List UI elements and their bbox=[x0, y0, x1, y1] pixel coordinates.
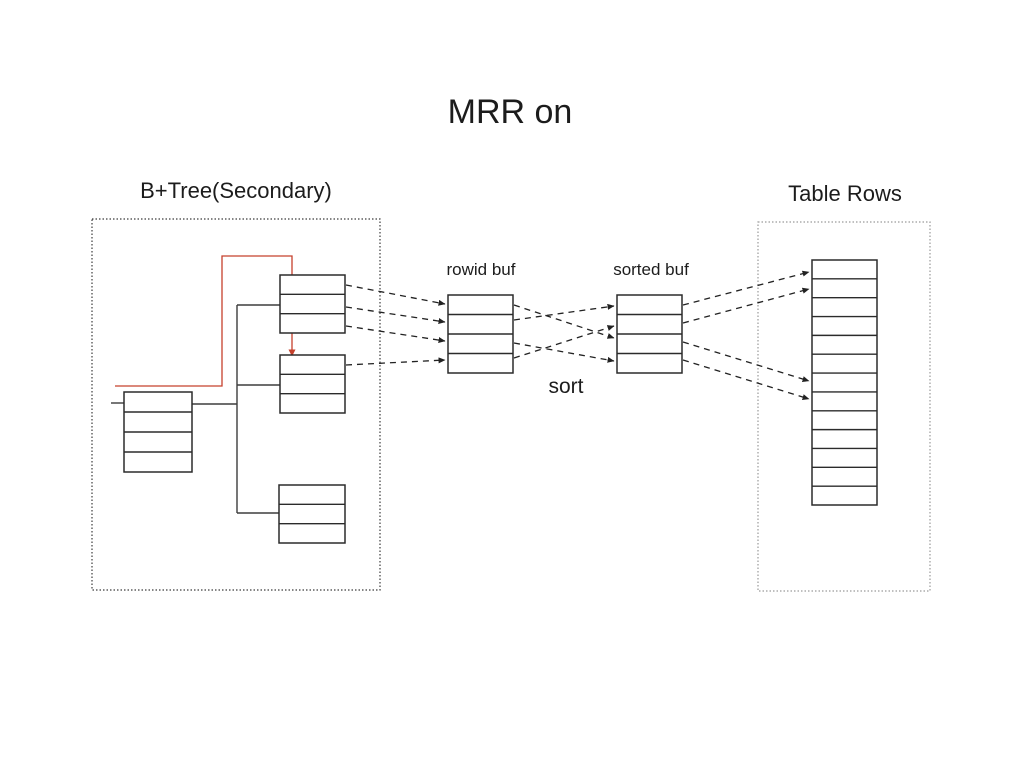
scan-order-red-path bbox=[115, 255, 296, 387]
btree-leaf-bottom bbox=[278, 484, 346, 544]
slide-title: MRR on bbox=[447, 93, 573, 131]
sorted-buf-stack bbox=[616, 294, 683, 374]
btree-leaf-middle bbox=[279, 354, 346, 414]
rowid-to-sorted-arrow bbox=[513, 303, 615, 321]
btree-dotted-box bbox=[91, 218, 381, 591]
diagram-layer bbox=[91, 218, 931, 592]
index-to-rowid-arrow bbox=[345, 306, 446, 324]
table-rows-dotted-box bbox=[757, 221, 931, 592]
sorted-to-table-arrow bbox=[682, 287, 810, 324]
sorted-to-table-arrow bbox=[682, 359, 810, 400]
btree-leaf-middle-box bbox=[279, 354, 346, 414]
sorted-buf-label: sorted buf bbox=[613, 260, 689, 279]
btree-leaf-bottom-box bbox=[278, 484, 346, 544]
index-to-rowid-arrow bbox=[345, 357, 446, 366]
sorted-to-table-arrow bbox=[682, 341, 810, 382]
index-to-rowid-arrow bbox=[345, 284, 446, 306]
table-rows-stack bbox=[811, 259, 878, 506]
btree-section-label: B+Tree(Secondary) bbox=[140, 178, 332, 203]
table-rows-section-label: Table Rows bbox=[788, 181, 902, 206]
rowid-buf-stack bbox=[447, 294, 514, 374]
btree-leaf-top bbox=[279, 274, 346, 334]
table-rows-stack-box bbox=[811, 259, 878, 506]
rowid-to-sorted-arrow bbox=[513, 304, 615, 339]
index-to-rowid-arrow bbox=[345, 325, 446, 343]
btree-root-node bbox=[123, 391, 193, 473]
rowid-buf-label: rowid buf bbox=[446, 260, 516, 279]
btree-leaf-top-box bbox=[279, 274, 346, 334]
rowid-to-sorted-arrow bbox=[513, 325, 615, 359]
sort-label: sort bbox=[548, 375, 584, 398]
sorted-to-table-arrow bbox=[682, 270, 810, 306]
rowid-to-sorted-arrow bbox=[513, 342, 615, 363]
